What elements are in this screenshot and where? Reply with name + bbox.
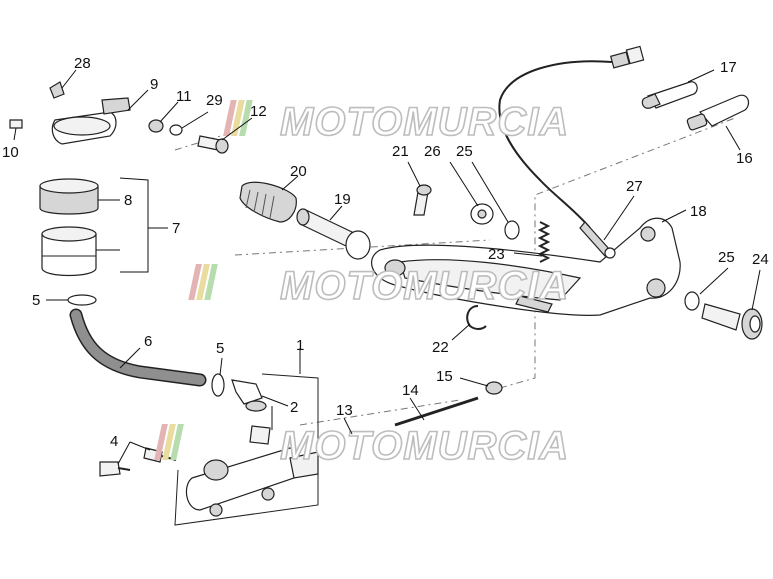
leader-lines [13, 69, 761, 465]
callout-5-bottom: 5 [216, 340, 224, 357]
watermark-stripe [196, 264, 210, 300]
reservoir-assembly [9, 81, 229, 277]
lever-arm [370, 217, 681, 316]
watermark-stripe [170, 424, 184, 460]
callout-11: 11 [176, 88, 192, 105]
callout-20: 20 [290, 163, 307, 180]
callout-22: 22 [432, 339, 449, 356]
callout-4: 4 [110, 433, 118, 450]
callout-14: 14 [402, 382, 419, 399]
callout-26: 26 [424, 143, 441, 160]
callout-25-center: 25 [456, 143, 473, 160]
pivot-pin [684, 291, 763, 340]
callout-29: 29 [206, 92, 223, 109]
callout-24: 24 [752, 251, 769, 268]
callout-27: 27 [626, 178, 643, 195]
master-cylinder [99, 373, 319, 526]
callout-17: 17 [720, 59, 737, 76]
callout-8: 8 [124, 192, 132, 209]
callout-16: 16 [736, 150, 753, 167]
callout-12: 12 [250, 103, 267, 120]
callout-5-top: 5 [32, 292, 40, 309]
callout-10: 10 [2, 144, 19, 161]
center-small-parts [413, 184, 551, 330]
watermark-bottom: MOTOMURCIA [154, 423, 569, 469]
callout-2: 2 [290, 399, 298, 416]
push-rod [394, 381, 503, 427]
callout-18: 18 [690, 203, 707, 220]
sensor-cable [498, 45, 645, 259]
callout-6: 6 [144, 333, 152, 350]
callout-21: 21 [392, 143, 409, 160]
watermark-stripe [188, 264, 202, 300]
watermark-stripe [223, 100, 237, 136]
watermark-text: MOTOMURCIA [280, 100, 569, 144]
watermark-top: MOTOMURCIA [223, 99, 569, 145]
callout-23: 23 [488, 246, 505, 263]
callout-1: 1 [296, 337, 304, 354]
callout-9: 9 [150, 76, 158, 93]
group-brackets [119, 177, 168, 273]
watermark-middle: MOTOMURCIA [188, 263, 569, 309]
footrest-pin [239, 181, 371, 260]
watermark-stripe [239, 100, 253, 136]
watermark-stripe [162, 424, 176, 460]
hose [67, 294, 225, 397]
callout-numbers: 28 9 11 29 12 10 8 7 5 6 5 1 2 4 13 14 1… [2, 55, 769, 450]
watermark-stripe [231, 100, 245, 136]
watermark-text: MOTOMURCIA [280, 264, 569, 308]
callout-19: 19 [334, 191, 351, 208]
callout-28: 28 [74, 55, 91, 72]
callout-15: 15 [436, 368, 453, 385]
clevis-parts [641, 81, 750, 131]
callout-7: 7 [172, 220, 180, 237]
callout-25-right: 25 [718, 249, 735, 266]
callout-13: 13 [336, 402, 353, 419]
watermark-text: MOTOMURCIA [280, 424, 569, 468]
watermark-stripe [154, 424, 168, 460]
watermark-stripe [204, 264, 218, 300]
